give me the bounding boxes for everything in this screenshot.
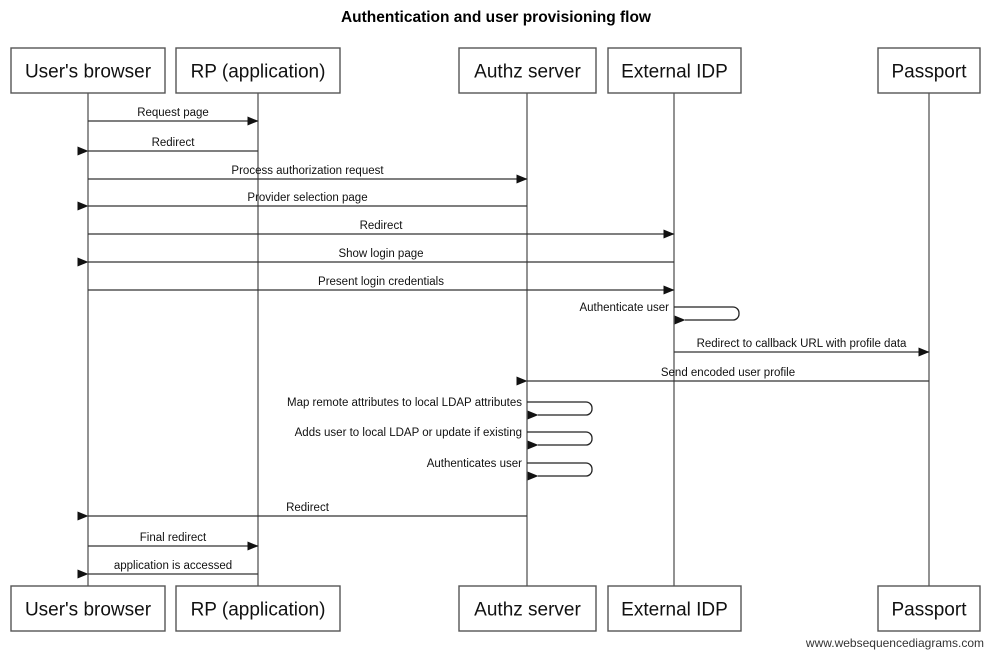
participant-top-rp[interactable]: RP (application): [175, 47, 341, 94]
participant-bottom-passport[interactable]: Passport: [877, 585, 981, 632]
message-m8[interactable]: Authenticate user: [579, 302, 740, 325]
participant-box: [175, 47, 341, 94]
participant-label: External IDP: [621, 600, 728, 621]
message-label: Send encoded user profile: [661, 367, 795, 379]
message-m4[interactable]: Provider selection page: [77, 192, 527, 211]
message-m11[interactable]: Map remote attributes to local LDAP attr…: [287, 397, 593, 420]
message-label: Redirect: [360, 220, 404, 232]
participant-bottom-authz[interactable]: Authz server: [458, 585, 597, 632]
participant-label: External IDP: [621, 62, 728, 83]
participant-top-authz[interactable]: Authz server: [458, 47, 597, 94]
participant-top-passport[interactable]: Passport: [877, 47, 981, 94]
message-label: Show login page: [338, 248, 423, 260]
message-m6[interactable]: Show login page: [77, 248, 674, 267]
self-message-path: [527, 462, 593, 481]
participant-box: [877, 47, 981, 94]
message-label: Authenticates user: [427, 458, 522, 470]
participant-box: [10, 585, 166, 632]
participant-box: [607, 47, 742, 94]
message-m5[interactable]: Redirect: [88, 220, 675, 239]
message-label: Adds user to local LDAP or update if exi…: [295, 427, 522, 439]
self-message-path: [527, 431, 593, 450]
participant-box: [175, 585, 341, 632]
participant-label: User's browser: [25, 62, 152, 83]
watermark: www.websequencediagrams.com: [805, 636, 984, 650]
message-label: Request page: [137, 107, 209, 119]
participant-top-idp[interactable]: External IDP: [607, 47, 742, 94]
message-label: Redirect: [286, 502, 330, 514]
participant-label: User's browser: [25, 600, 152, 621]
message-label: Redirect to callback URL with profile da…: [697, 338, 907, 350]
message-m3[interactable]: Process authorization request: [88, 165, 528, 184]
participant-box: [458, 585, 597, 632]
message-label: Present login credentials: [318, 276, 444, 288]
participant-box: [458, 47, 597, 94]
message-label: Process authorization request: [231, 165, 384, 177]
message-m7[interactable]: Present login credentials: [88, 276, 675, 295]
message-label: Provider selection page: [247, 192, 367, 204]
participant-label: RP (application): [191, 600, 326, 621]
message-label: application is accessed: [114, 560, 232, 572]
participant-box: [877, 585, 981, 632]
message-label: Map remote attributes to local LDAP attr…: [287, 397, 522, 409]
message-m15[interactable]: Final redirect: [88, 532, 259, 551]
message-m14[interactable]: Redirect: [77, 502, 527, 521]
participant-boxes-bottom: User's browser RP (application) Authz serv…: [10, 585, 981, 632]
message-m1[interactable]: Request page: [88, 107, 259, 126]
self-message-path: [527, 401, 593, 420]
message-label: Final redirect: [140, 532, 207, 544]
message-m12[interactable]: Adds user to local LDAP or update if exi…: [295, 427, 593, 450]
participant-top-browser[interactable]: User's browser: [10, 47, 166, 94]
message-m9[interactable]: Redirect to callback URL with profile da…: [674, 338, 930, 357]
message-m16[interactable]: application is accessed: [77, 560, 258, 579]
participant-bottom-browser[interactable]: User's browser: [10, 585, 166, 632]
message-m10[interactable]: Send encoded user profile: [516, 367, 929, 386]
participant-box: [607, 585, 742, 632]
message-m13[interactable]: Authenticates user: [427, 458, 593, 481]
message-label: Redirect: [152, 137, 196, 149]
participant-bottom-rp[interactable]: RP (application): [175, 585, 341, 632]
participant-label: Authz server: [474, 600, 581, 621]
page-title: Authentication and user provisioning flo…: [341, 9, 652, 26]
self-message-path: [674, 306, 740, 325]
participant-bottom-idp[interactable]: External IDP: [607, 585, 742, 632]
message-m2[interactable]: Redirect: [77, 137, 258, 156]
participant-label: Passport: [892, 600, 968, 621]
participant-box: [10, 47, 166, 94]
participant-boxes-top: User's browser RP (application) Authz serv…: [10, 47, 981, 94]
participant-label: Passport: [892, 62, 968, 83]
message-label: Authenticate user: [579, 302, 669, 314]
participant-label: Authz server: [474, 62, 581, 83]
participant-label: RP (application): [191, 62, 326, 83]
